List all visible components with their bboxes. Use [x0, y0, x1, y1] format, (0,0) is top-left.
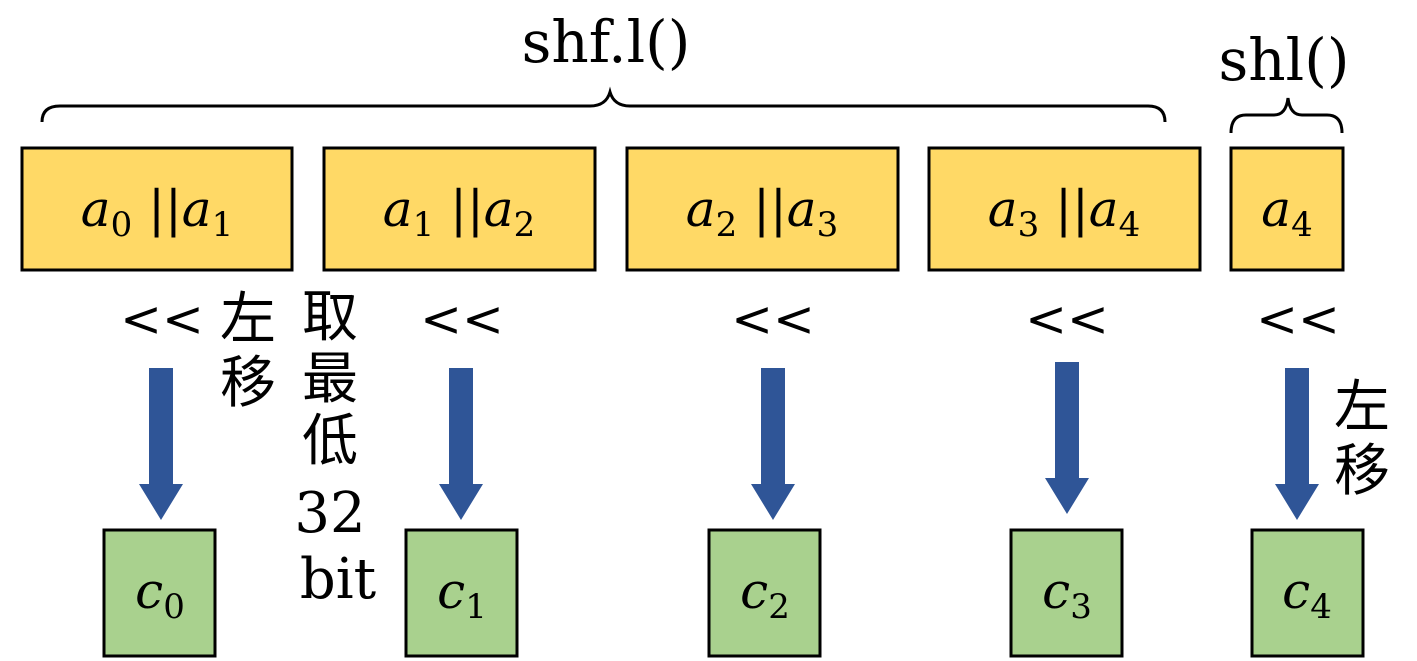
input-label-0: a0 ||a1 — [81, 180, 234, 245]
output-label-0: c0 — [135, 562, 185, 627]
shl-brace — [1229, 97, 1344, 134]
take-low-char-3: 低 — [302, 409, 358, 474]
take-low-number: 32 — [294, 481, 365, 546]
down-arrow-4 — [1275, 368, 1319, 520]
down-arrow-2 — [751, 368, 795, 520]
take-low-char-2: 最 — [302, 347, 358, 412]
down-arrow-3 — [1045, 362, 1089, 514]
take-low-char-1: 取 — [302, 285, 358, 350]
left-shift-char-3: 左 — [1334, 375, 1390, 440]
output-block-4 — [1250, 528, 1365, 658]
down-arrow-0 — [139, 368, 183, 520]
input-block-2 — [625, 146, 900, 272]
output-block-1 — [404, 528, 519, 658]
input-block-3 — [927, 146, 1202, 272]
output-block-3 — [1009, 528, 1124, 658]
output-label-3: c3 — [1042, 562, 1092, 627]
output-block-0 — [102, 528, 217, 658]
input-block-0 — [20, 146, 294, 272]
output-block-2 — [707, 528, 822, 658]
input-label-3: a3 ||a4 — [988, 180, 1141, 245]
shift-operator-1: << — [420, 290, 504, 348]
input-label-1: a1 ||a2 — [383, 180, 536, 245]
shift-operator-2: << — [731, 290, 815, 348]
output-label-1: c1 — [437, 562, 487, 627]
input-block-4 — [1229, 146, 1345, 272]
left-shift-char-1: 左 — [220, 287, 276, 352]
shfl-brace — [40, 86, 1167, 123]
output-label-4: c4 — [1282, 562, 1332, 627]
left-shift-char-2: 移 — [220, 351, 276, 416]
shift-operator-3: << — [1025, 290, 1109, 348]
output-label-2: c2 — [740, 562, 790, 627]
take-low-unit: bit — [300, 547, 377, 612]
left-shift-char-4: 移 — [1334, 439, 1390, 504]
shift-operator-4: << — [1256, 290, 1340, 348]
input-block-1 — [322, 146, 597, 272]
input-label-2: a2 ||a3 — [686, 180, 839, 245]
down-arrow-1 — [439, 368, 483, 520]
shl-label: shl() — [1219, 26, 1350, 94]
shift-operator-0: << — [120, 290, 204, 348]
input-label-4: a4 — [1261, 180, 1312, 245]
shfl-label: shf.l() — [522, 8, 691, 76]
